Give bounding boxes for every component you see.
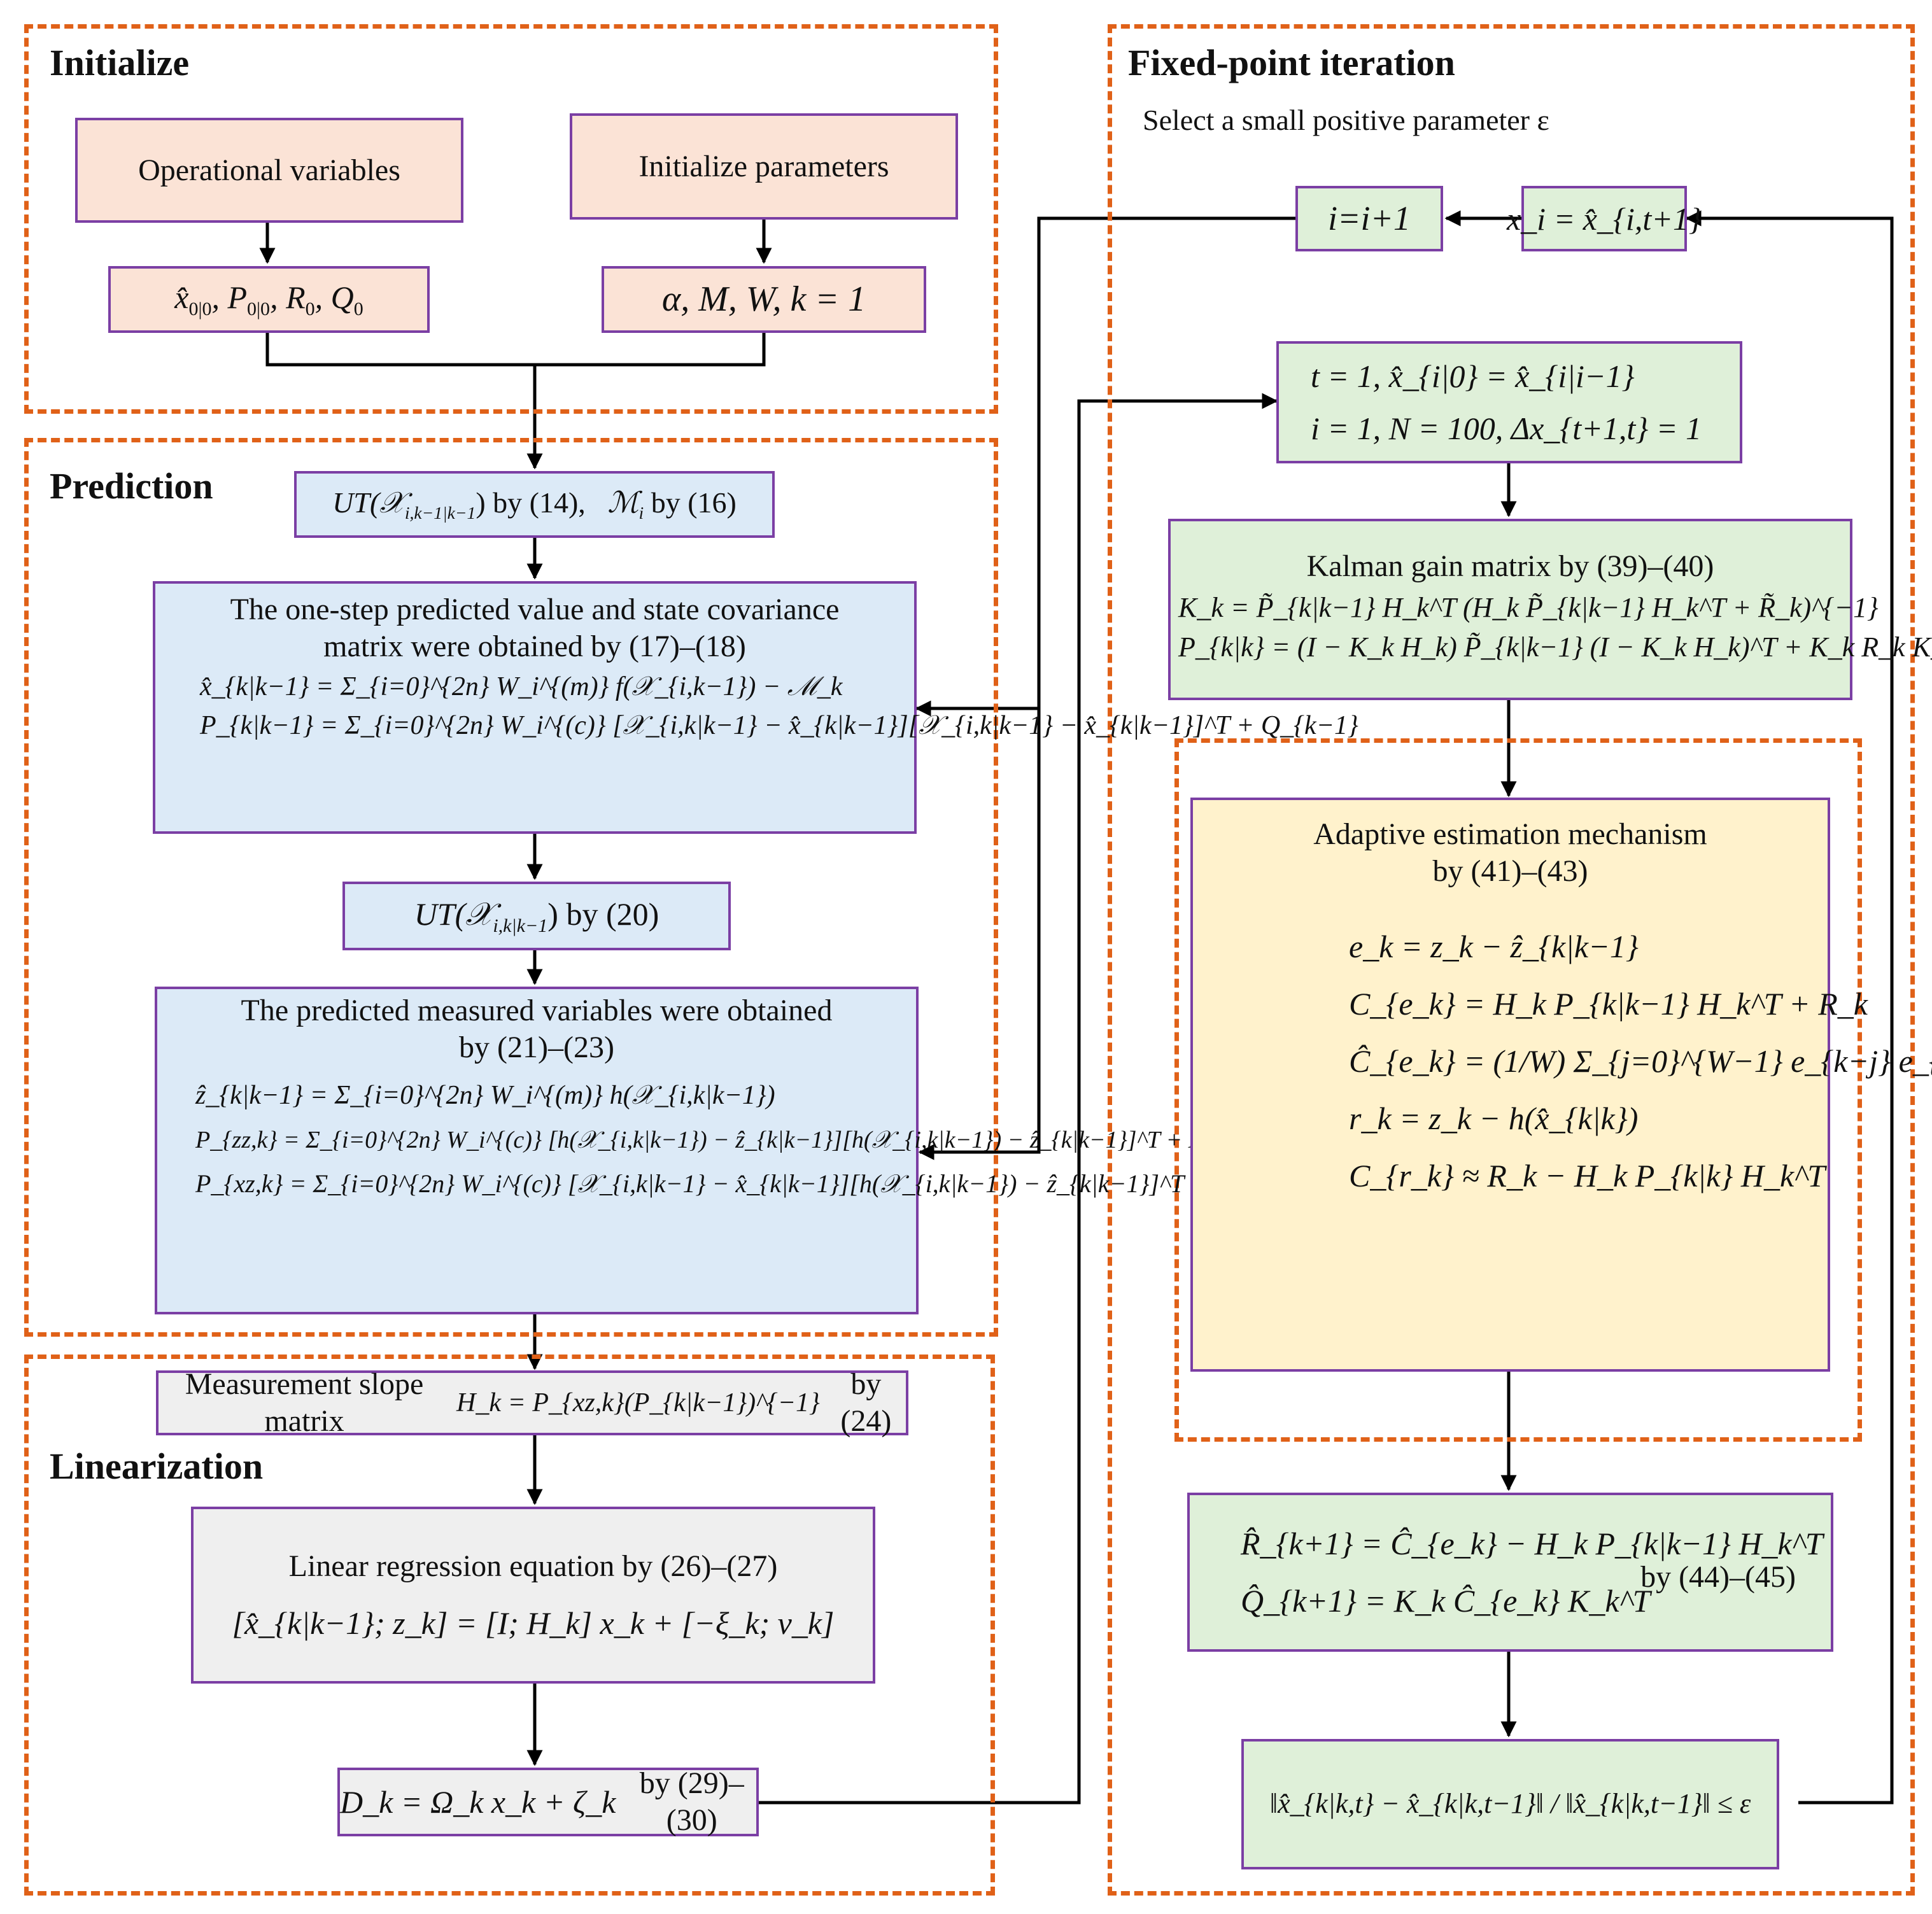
eq-R-update: R̂_{k+1} = Ĉ_{e_k} − H_k P_{k|k−1} H_k^T — [1241, 1526, 1823, 1561]
title-prediction: Prediction — [50, 465, 213, 507]
parameter-values-box: α, M, W, k = 1 — [602, 266, 926, 333]
eq-posterior-covariance: P_{k|k} = (I − K_k H_k) P̃_{k|k−1} (I − … — [1178, 631, 1932, 663]
eq-convergence: ‖x̂_{k|k,t} − x̂_{k|k,t−1}‖ / ‖x̂_{k|k,t… — [1269, 1788, 1751, 1820]
region-prediction — [24, 438, 998, 1337]
iteration-init-box: t = 1, x̂_{i|0} = x̂_{i|i−1} i = 1, N = … — [1276, 341, 1742, 463]
arrow-convergence-loop — [1685, 210, 1894, 1805]
title-initialize: Initialize — [50, 42, 190, 83]
state-update-box: x_i = x̂_{i,t+1} — [1507, 186, 1702, 251]
one-step-title-line1: The one-step predicted value and state c… — [230, 593, 840, 626]
noise-update-ref: by (44)–(45) — [1640, 1560, 1796, 1594]
eq-kalman-gain: K_k = P̃_{k|k−1} H_k^T (H_k P̃_{k|k−1} H… — [1178, 591, 1879, 623]
linear-regression-box: Linear regression equation by (26)–(27) … — [191, 1507, 875, 1684]
ut-predicted-box: UT(𝒳i,k|k−1) by (20) — [342, 882, 731, 950]
noise-update-box: R̂_{k+1} = Ĉ_{e_k} − H_k P_{k|k−1} H_k^T… — [1187, 1493, 1833, 1652]
increment-box: i=i+1 — [1295, 186, 1443, 251]
eq-iteration-init-2: i = 1, N = 100, Δx_{t+1,t} = 1 — [1311, 411, 1702, 446]
initialize-parameters-box: Initialize parameters — [570, 113, 958, 220]
dk-box: D_k = Ω_k x_k + ζ_k by (29)–(30) — [337, 1766, 759, 1837]
predicted-measurement-box: The predicted measured variables were ob… — [155, 987, 1226, 1314]
region-linearization — [24, 1355, 995, 1896]
eq-innovation-covariance-estimate: Ĉ_{e_k} = (1/W) Σ_{j=0}^{W−1} e_{k−j} e_… — [1349, 1043, 1932, 1080]
eq-Q-update: Q̂_{k+1} = K_k Ĉ_{e_k} K_k^T — [1241, 1583, 1651, 1619]
eq-cross-covariance: P_{xz,k} = Σ_{i=0}^{2n} W_i^{(c)} [𝒳_{i,… — [195, 1169, 1185, 1199]
eq-innovation: e_k = z_k − ẑ_{k|k−1} — [1349, 929, 1639, 965]
arrow-feedback-to-meas — [918, 216, 1295, 1160]
eq-covariance-prediction: P_{k|k−1} = Σ_{i=0}^{2n} W_i^{(c)} [𝒳_{i… — [200, 710, 1358, 740]
convergence-box: ‖x̂_{k|k,t} − x̂_{k|k,t−1}‖ / ‖x̂_{k|k,t… — [1241, 1739, 1779, 1869]
measurement-title-line1: The predicted measured variables were ob… — [241, 994, 833, 1027]
eq-linear-regression: [x̂_{k|k−1}; z_k] = [I; H_k] x_k + [−ξ_k… — [232, 1605, 835, 1641]
fixed-point-note: Select a small positive parameter ε — [1143, 104, 1549, 136]
region-initialize — [24, 24, 998, 414]
adaptive-title-line2: by (41)–(43) — [1432, 854, 1588, 888]
eq-state-update: x_i = x̂_{i,t+1} — [1506, 201, 1702, 237]
eq-iteration-init-1: t = 1, x̂_{i|0} = x̂_{i|i−1} — [1311, 358, 1635, 394]
eq-measurement-prediction: ẑ_{k|k−1} = Σ_{i=0}^{2n} W_i^{(m)} h(𝒳_{… — [195, 1081, 775, 1111]
kalman-title: Kalman gain matrix by (39)–(40) — [1306, 549, 1714, 583]
one-step-prediction-box: The one-step predicted value and state c… — [153, 581, 1358, 834]
operational-variables-box: Operational variables — [75, 118, 463, 223]
eq-state-prediction: x̂_{k|k−1} = Σ_{i=0}^{2n} W_i^{(m)} f(𝒳_… — [200, 672, 843, 702]
title-linearization: Linearization — [50, 1446, 264, 1487]
region-fixed-point — [1108, 24, 1915, 1896]
eq-innovation-covariance: C_{e_k} = H_k P_{k|k−1} H_k^T + R_k — [1349, 986, 1868, 1022]
eq-residual: r_k = z_k − h(x̂_{k|k}) — [1349, 1101, 1639, 1137]
eq-residual-covariance: C_{r_k} ≈ R_k − H_k P_{k|k} H_k^T — [1349, 1158, 1826, 1194]
eq-measurement-covariance: P_{zz,k} = Σ_{i=0}^{2n} W_i^{(c)} [h(𝒳_{… — [195, 1126, 1226, 1153]
arrow-dk-to-fixed-init — [759, 393, 1278, 1805]
one-step-title-line2: matrix were obtained by (17)–(18) — [323, 629, 746, 663]
measurement-slope-box: Measurement slope matrix H_k = P_{xz,k}(… — [156, 1367, 908, 1438]
adaptive-estimation-box: Adaptive estimation mechanism by (41)–(4… — [1190, 798, 1932, 1372]
merge-init-line — [265, 333, 766, 367]
kalman-gain-box: Kalman gain matrix by (39)–(40) K_k = P̃… — [1168, 519, 1932, 700]
parameter-values: α, M, W, k = 1 — [661, 279, 866, 319]
initial-state-box: x̂0|0, P0|0, R0, Q0 — [108, 266, 430, 333]
region-adaptive — [1174, 738, 1862, 1442]
regression-title: Linear regression equation by (26)–(27) — [288, 1549, 778, 1584]
eq-increment: i=i+1 — [1328, 199, 1411, 238]
measurement-title-line2: by (21)–(23) — [459, 1030, 614, 1064]
adaptive-title-line1: Adaptive estimation mechanism — [1313, 817, 1707, 851]
title-fixed-point: Fixed-point iteration — [1128, 42, 1455, 83]
ut-sigma-box: UT(𝒳i,k−1|k−1) by (14), ℳi by (16) — [294, 471, 775, 538]
